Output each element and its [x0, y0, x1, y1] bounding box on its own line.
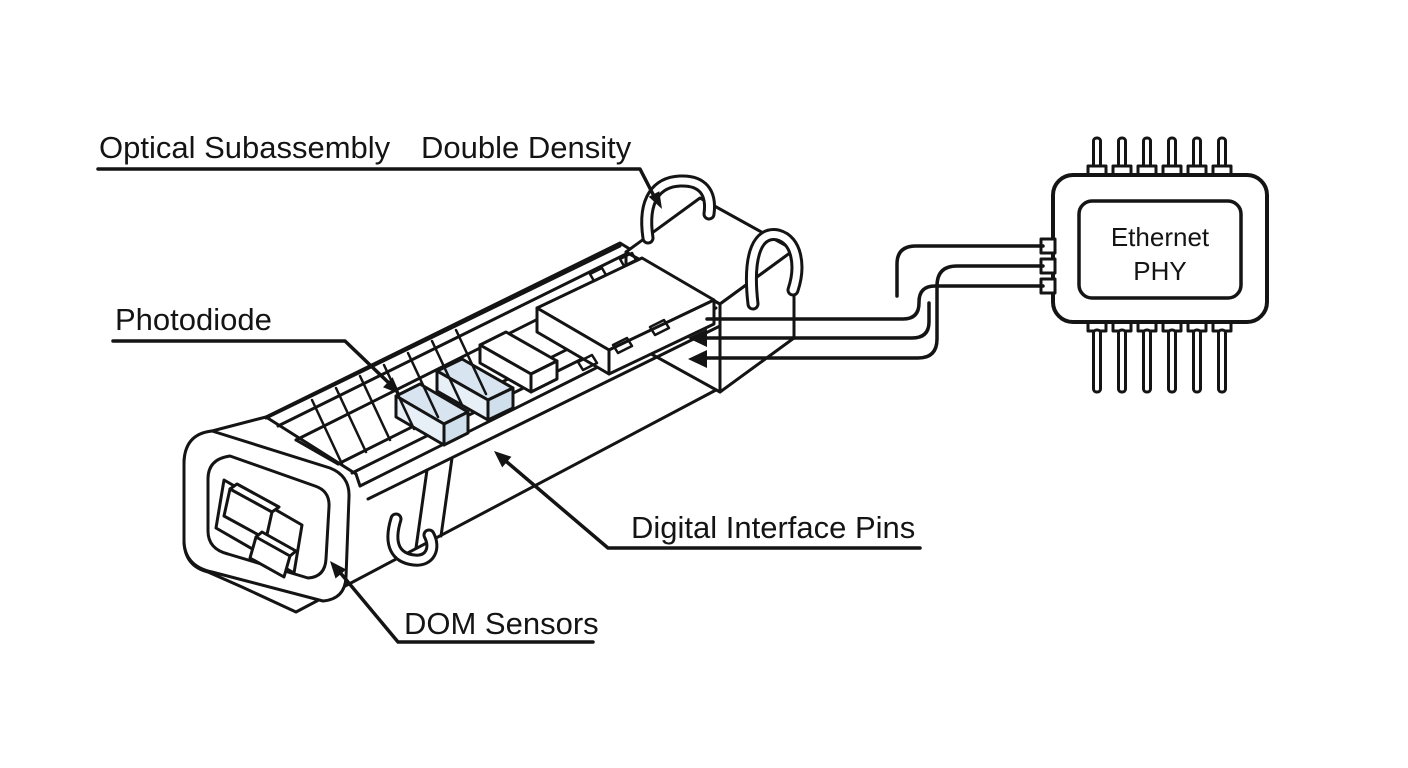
- label-double-density: Double Density: [421, 130, 632, 165]
- leader-photodiode: [111, 339, 393, 387]
- phy-label-line1: Ethernet: [1111, 222, 1210, 252]
- dom-hatch: [310, 328, 488, 466]
- laser-driver-chip: [478, 330, 559, 394]
- optical-receptacle: [214, 478, 304, 579]
- cage-latch-clips: [640, 174, 804, 311]
- wire-to-board-edge: [705, 284, 1045, 321]
- interface-pin-notches: [576, 251, 671, 372]
- bail-latch: [182, 429, 351, 603]
- photodiode-chip-2: [435, 357, 515, 422]
- side-latch-clip: [744, 228, 804, 311]
- leader-arrow-icon: [648, 191, 662, 209]
- sfp-module: [182, 174, 804, 614]
- leader-arrow-icon: [494, 451, 512, 468]
- label-digital-interface-pins: Digital Interface Pins: [631, 510, 915, 545]
- wire-to-module-upper: [701, 301, 931, 340]
- leader-digital-interface-pins: [499, 455, 922, 550]
- label-optical-subassembly: Optical Subassembly: [99, 130, 391, 165]
- phy-label-line2: PHY: [1133, 256, 1186, 286]
- top-latch-clip: [640, 174, 717, 245]
- wire-to-module-lower: [701, 264, 1045, 360]
- leader-arrow-icon: [383, 377, 400, 394]
- phy-top-pins: [1086, 136, 1233, 178]
- phy-inner-frame: [1077, 199, 1243, 300]
- bail-pivot-tab: [386, 512, 439, 567]
- leader-arrow-icon: [330, 561, 347, 579]
- diagram-labels: Optical Subassembly Double Density Photo…: [99, 130, 915, 641]
- controller-chip: [535, 256, 716, 376]
- connection-wires: [688, 244, 1045, 368]
- wire-arrow-icon: [688, 350, 707, 368]
- leader-optical-subassembly: [96, 167, 658, 202]
- wire-arrow-icon: [688, 329, 707, 347]
- wire-stub: [895, 244, 1045, 298]
- leader-lines: [96, 167, 922, 644]
- ethernet-phy-chip: Ethernet PHY: [1039, 136, 1269, 394]
- leader-dom-sensors: [336, 568, 595, 644]
- label-photodiode: Photodiode: [115, 302, 272, 337]
- label-dom-sensors: DOM Sensors: [404, 606, 599, 641]
- phy-bottom-pins: [1086, 319, 1233, 394]
